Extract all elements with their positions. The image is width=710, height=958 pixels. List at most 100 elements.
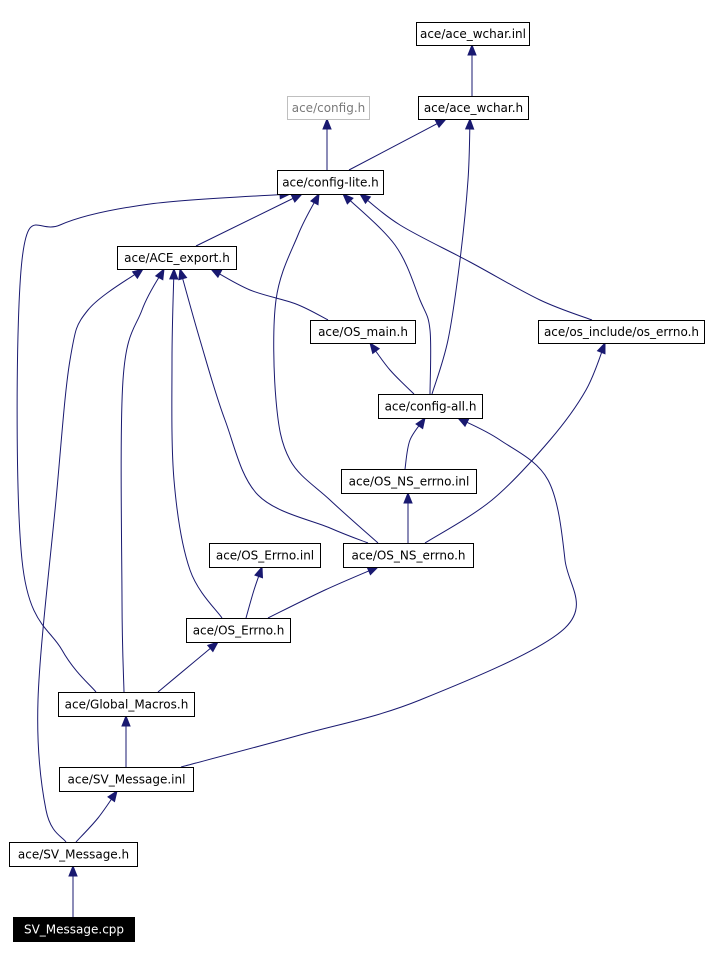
node-label: ace/SV_Message.h bbox=[18, 848, 129, 862]
node-sv-message-inl[interactable]: ace/SV_Message.inl bbox=[59, 767, 194, 792]
node-box bbox=[58, 692, 195, 717]
edge-os_ns_errno_inl-to-config_all_h bbox=[404, 416, 426, 470]
arrowhead bbox=[358, 193, 372, 205]
node-box bbox=[538, 320, 705, 344]
node-label: ace/config-all.h bbox=[385, 400, 477, 414]
node-box bbox=[287, 96, 370, 120]
node-label: ace/config-lite.h bbox=[282, 176, 379, 190]
edge-line bbox=[348, 118, 447, 171]
edge-sv_message_h-to-ace_export_h bbox=[37, 268, 145, 843]
edge-global_macros_h-to-os_errno_h2 bbox=[157, 641, 220, 693]
edge-line bbox=[424, 342, 606, 544]
edge-line bbox=[179, 268, 369, 544]
node-sv-message-cpp[interactable]: SV_Message.cpp bbox=[13, 917, 135, 942]
edge-line bbox=[273, 193, 379, 544]
node-os-ns-errno-inl[interactable]: ace/OS_NS_errno.inl bbox=[341, 469, 477, 494]
edge-global_macros_h-to-ace_export_h bbox=[120, 267, 165, 693]
node-box bbox=[418, 96, 529, 120]
edge-line bbox=[210, 268, 329, 321]
arrowhead bbox=[342, 193, 354, 205]
node-label: ace/ace_wchar.inl bbox=[420, 27, 526, 41]
node-box bbox=[209, 543, 321, 568]
edge-config_lite_h-to-ace_wchar_h bbox=[348, 118, 448, 171]
edge-config_all_h-to-config_lite_h bbox=[342, 193, 432, 395]
edge-os_errno_h2-to-os_ns_errno_h bbox=[267, 566, 380, 619]
edge-config_all_h-to-os_main_h bbox=[369, 341, 415, 395]
arrowhead bbox=[209, 268, 223, 279]
node-label: ace/os_include/os_errno.h bbox=[544, 325, 699, 339]
edge-line bbox=[37, 268, 144, 843]
edge-line bbox=[180, 417, 577, 768]
arrowhead bbox=[131, 268, 145, 280]
node-os-errno-inl[interactable]: ace/OS_Errno.inl bbox=[209, 543, 321, 568]
node-label: ace/ace_wchar.h bbox=[424, 101, 523, 115]
node-os-errno-h[interactable]: ace/os_include/os_errno.h bbox=[538, 320, 705, 344]
edge-sv_message_cpp-to-sv_message_h bbox=[68, 864, 78, 917]
node-label: ace/SV_Message.inl bbox=[68, 773, 186, 787]
node-config-lite-h[interactable]: ace/config-lite.h bbox=[277, 170, 384, 195]
edge-os_ns_errno_h-to-os_ns_errno_inl bbox=[403, 491, 413, 543]
arrowhead bbox=[309, 192, 320, 206]
edge-sv_message_h-to-sv_message_inl bbox=[75, 789, 118, 843]
node-sv-message-h[interactable]: ace/SV_Message.h bbox=[9, 842, 138, 867]
arrowhead bbox=[403, 491, 413, 504]
node-config-all-h[interactable]: ace/config-all.h bbox=[378, 394, 483, 419]
node-box bbox=[9, 842, 138, 867]
edge-line bbox=[16, 193, 291, 693]
arrowhead bbox=[596, 341, 606, 355]
edge-config_all_h-to-ace_wchar_h bbox=[431, 117, 475, 395]
node-label: ace/OS_NS_errno.inl bbox=[349, 475, 470, 489]
edge-line bbox=[120, 268, 165, 693]
node-box bbox=[378, 394, 483, 419]
node-ace-export-h[interactable]: ace/ACE_export.h bbox=[117, 246, 237, 270]
arrowhead bbox=[254, 565, 264, 579]
node-global-macros-h[interactable]: ace/Global_Macros.h bbox=[58, 692, 195, 717]
node-os-errno-h2[interactable]: ace/OS_Errno.h bbox=[186, 618, 291, 643]
arrowhead bbox=[467, 43, 477, 56]
node-box bbox=[277, 170, 384, 195]
edge-sv_message_inl-to-config_all_h bbox=[180, 417, 577, 768]
node-box bbox=[117, 246, 237, 270]
arrowhead bbox=[68, 864, 78, 877]
node-label: ace/Global_Macros.h bbox=[65, 698, 189, 712]
node-box bbox=[310, 320, 416, 344]
node-label: ace/ACE_export.h bbox=[124, 251, 230, 265]
edge-ace_export_h-to-config_lite_h bbox=[195, 193, 304, 247]
node-label: ace/OS_NS_errno.h bbox=[351, 549, 465, 563]
edge-line bbox=[342, 193, 432, 395]
node-os-main-h[interactable]: ace/OS_main.h bbox=[310, 320, 416, 344]
node-os-ns-errno-h[interactable]: ace/OS_NS_errno.h bbox=[343, 543, 474, 568]
node-label: ace/OS_Errno.inl bbox=[216, 549, 314, 563]
arrowhead bbox=[434, 118, 448, 129]
edge-line bbox=[431, 118, 471, 395]
node-config-h[interactable]: ace/config.h bbox=[287, 96, 370, 120]
edge-line bbox=[267, 566, 379, 619]
node-label: ace/config.h bbox=[292, 101, 366, 115]
node-label: SV_Message.cpp bbox=[24, 923, 124, 937]
arrowhead bbox=[464, 117, 475, 130]
node-ace-wchar-inl[interactable]: ace/ace_wchar.inl bbox=[416, 22, 530, 46]
edge-line bbox=[157, 641, 219, 693]
arrowhead bbox=[290, 193, 304, 203]
node-box bbox=[416, 22, 530, 46]
arrowhead bbox=[369, 341, 381, 355]
edge-ace_wchar_h-to-ace_wchar_inl bbox=[467, 43, 477, 96]
arrowhead bbox=[107, 789, 118, 803]
arrowhead bbox=[415, 416, 426, 430]
node-box bbox=[186, 618, 291, 643]
node-label: ace/OS_main.h bbox=[318, 325, 408, 339]
edge-line bbox=[195, 193, 303, 247]
arrowhead bbox=[206, 641, 220, 653]
edge-os_errno_h2-to-ace_export_h bbox=[169, 267, 223, 619]
edge-config_lite_h-to-config_h bbox=[322, 117, 332, 170]
edge-os_ns_errno_h-to-os_errno_h bbox=[424, 341, 606, 544]
nodes-layer: ace/ace_wchar.inl ace/config.h ace/ace_wch… bbox=[9, 22, 705, 942]
node-ace-wchar-h[interactable]: ace/ace_wchar.h bbox=[418, 96, 529, 120]
arrowhead bbox=[169, 267, 179, 280]
arrowhead bbox=[154, 267, 165, 281]
edge-os_ns_errno_h-to-config_lite_h bbox=[273, 192, 379, 544]
arrowhead bbox=[121, 714, 131, 727]
edge-os_errno_h2-to-os_errno_inl bbox=[245, 565, 264, 619]
arrowhead bbox=[366, 566, 380, 576]
